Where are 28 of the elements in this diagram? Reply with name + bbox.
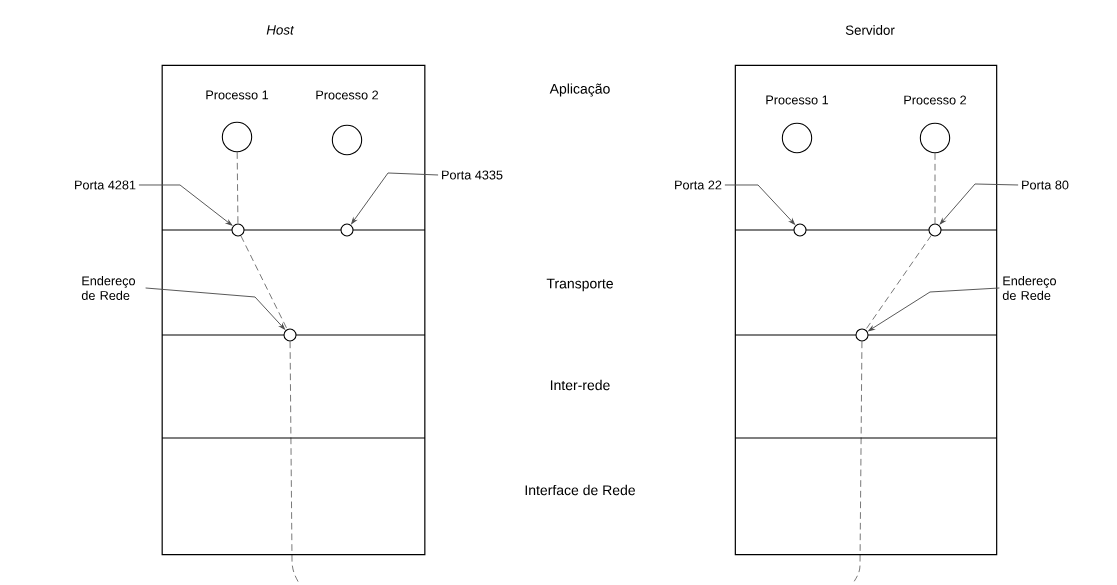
layer-label: Inter-rede <box>550 379 610 391</box>
callout-text: Endereço de Rede <box>81 276 136 300</box>
layer-label: Aplicação <box>549 83 610 97</box>
process-label: Processo 2 <box>904 95 967 105</box>
callout-text: Porta 80 <box>1022 180 1069 190</box>
leader-line <box>868 287 1000 332</box>
layer-label: Interface de Rede <box>525 484 635 496</box>
callout-text: Porta 4281 <box>75 180 136 190</box>
leader-line <box>939 183 1019 225</box>
leader-line <box>145 287 286 330</box>
callout-text: Porta 4335 <box>442 170 503 180</box>
dashed-path <box>934 152 936 224</box>
process-label: Processo 1 <box>206 90 269 100</box>
leader-line <box>724 184 795 225</box>
dashed-path <box>240 235 288 330</box>
callout-text: Porta 22 <box>675 180 722 190</box>
dashed-path <box>289 341 301 585</box>
dashed-path <box>851 341 863 585</box>
box-title: Host <box>266 25 295 35</box>
leader-line <box>351 172 439 224</box>
process-label: Processo 2 <box>316 90 379 100</box>
dashed-path <box>865 235 932 330</box>
leader-line <box>138 184 233 226</box>
callout-text: Endereço de Rede <box>1002 276 1057 300</box>
process-label: Processo 1 <box>766 95 829 105</box>
layer-label: Transporte <box>546 278 613 292</box>
box-title: Servidor <box>845 25 895 35</box>
dashed-path <box>236 151 239 224</box>
